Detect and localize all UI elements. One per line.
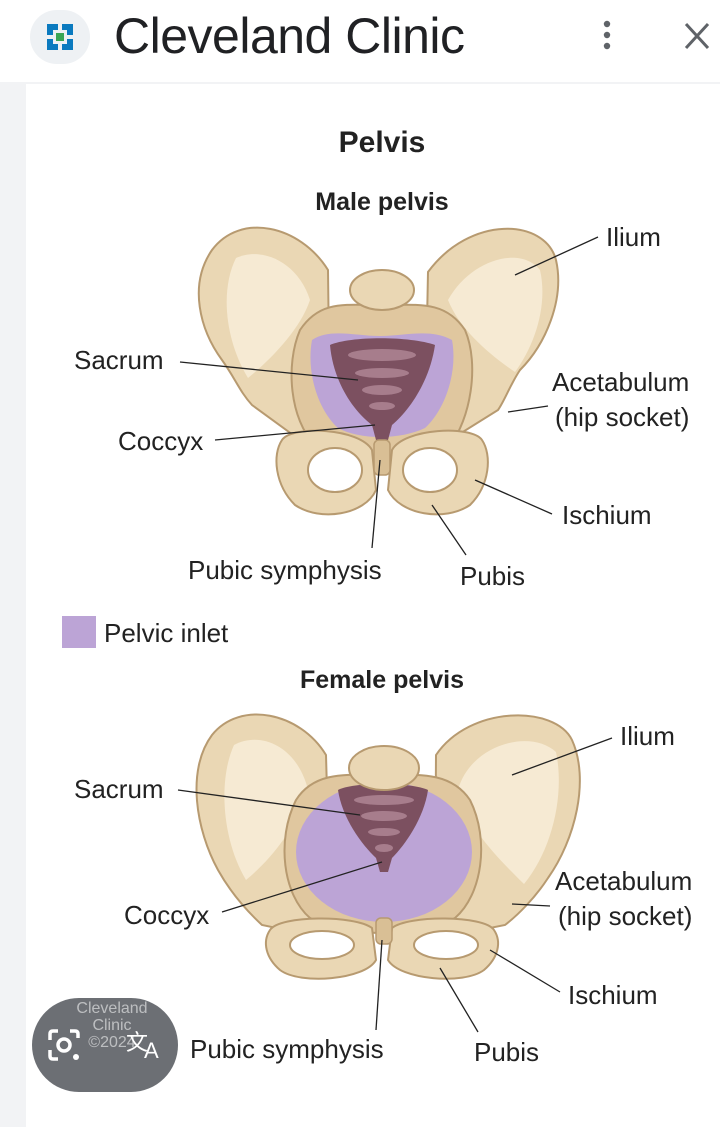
site-title[interactable]: Cleveland Clinic <box>114 8 465 64</box>
svg-text:文: 文 <box>126 1030 148 1055</box>
male-label-acetabulum: Acetabulum <box>552 367 689 397</box>
female-label-pubis: Pubis <box>474 1037 539 1067</box>
lens-translate-pill[interactable]: 文 A <box>32 998 178 1092</box>
male-label-ilium: Ilium <box>606 222 661 252</box>
close-icon[interactable] <box>680 18 714 54</box>
legend-swatch <box>62 616 96 648</box>
google-lens-icon[interactable] <box>46 1028 82 1062</box>
female-pelvis-illustration <box>195 713 581 980</box>
female-label-hip-socket: (hip socket) <box>558 901 692 931</box>
female-label-pubic-symphysis: Pubic symphysis <box>190 1034 384 1064</box>
female-label-ischium: Ischium <box>568 980 658 1010</box>
female-label-acetabulum: Acetabulum <box>555 866 692 896</box>
top-bar: Cleveland Clinic <box>0 0 720 82</box>
male-label-hip-socket: (hip socket) <box>555 402 689 432</box>
male-label-pubic-symphysis: Pubic symphysis <box>188 555 382 585</box>
male-label-sacrum: Sacrum <box>74 345 164 375</box>
more-vert-icon[interactable] <box>596 18 618 54</box>
watermark: Cleveland Clinic ©2024 <box>72 1000 152 1092</box>
female-label-sacrum: Sacrum <box>74 774 164 804</box>
female-leader-lines <box>177 737 613 1033</box>
male-label-coccyx: Coccyx <box>118 426 203 456</box>
female-label-ilium: Ilium <box>620 721 675 751</box>
female-label-coccyx: Coccyx <box>124 900 209 930</box>
male-pelvis-heading: Male pelvis <box>315 188 448 216</box>
svg-text:A: A <box>144 1038 159 1062</box>
female-pelvis-heading: Female pelvis <box>300 666 464 694</box>
watermark-line-3: ©2024 <box>88 1034 136 1051</box>
image-viewer: Pelvis Male pelvis <box>26 84 720 1127</box>
translate-icon[interactable]: 文 A <box>126 1028 166 1062</box>
male-label-ischium: Ischium <box>562 500 652 530</box>
cleveland-clinic-logo-icon[interactable] <box>30 10 90 64</box>
male-pelvis-illustration <box>197 226 560 516</box>
watermark-line-1: Cleveland <box>76 1000 148 1017</box>
male-leader-lines <box>179 236 599 556</box>
male-label-pubis: Pubis <box>460 561 525 591</box>
watermark-line-2: Clinic <box>92 1017 132 1034</box>
legend-label: Pelvic inlet <box>104 618 229 648</box>
figure-title: Pelvis <box>339 126 426 159</box>
